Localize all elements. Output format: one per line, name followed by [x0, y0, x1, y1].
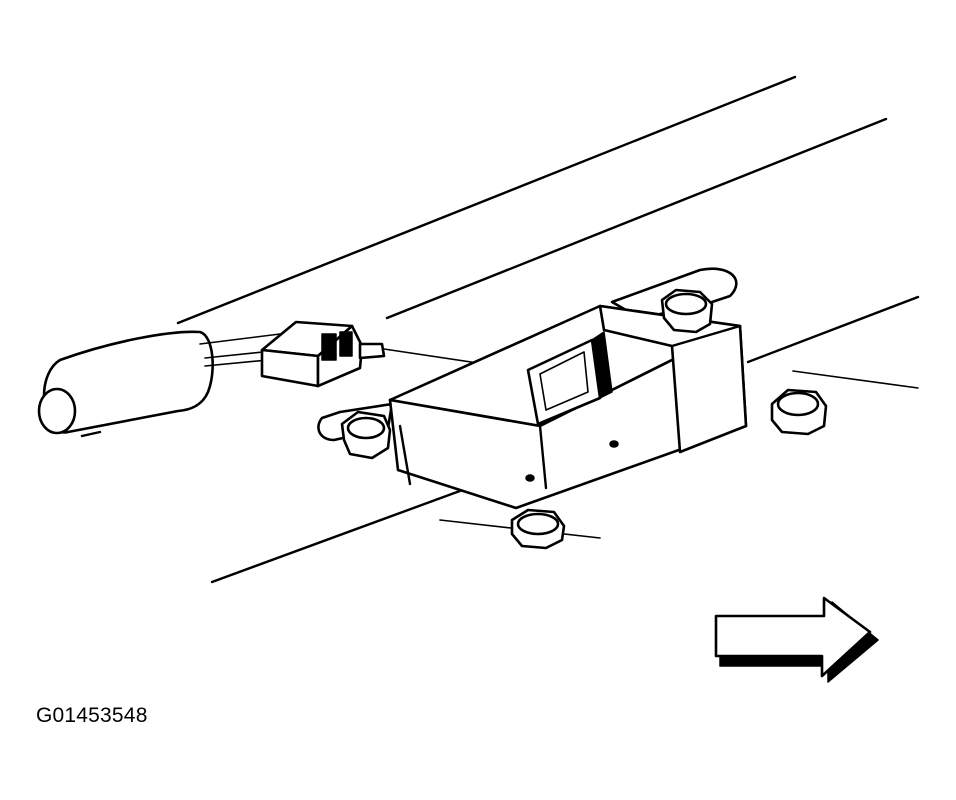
mounting-nut-top: [660, 288, 714, 334]
electrical-connector: [260, 320, 386, 388]
background-panel-lines: [80, 75, 920, 584]
mounting-nut-bottom: [510, 508, 566, 550]
mounting-nut-loose: [770, 388, 828, 436]
wiring-harness: [37, 330, 539, 435]
mounting-nut-left: [340, 410, 392, 460]
front-direction-arrow: [714, 596, 879, 683]
control-module: [388, 304, 748, 539]
diagram-code-label: G01453548: [36, 704, 148, 727]
